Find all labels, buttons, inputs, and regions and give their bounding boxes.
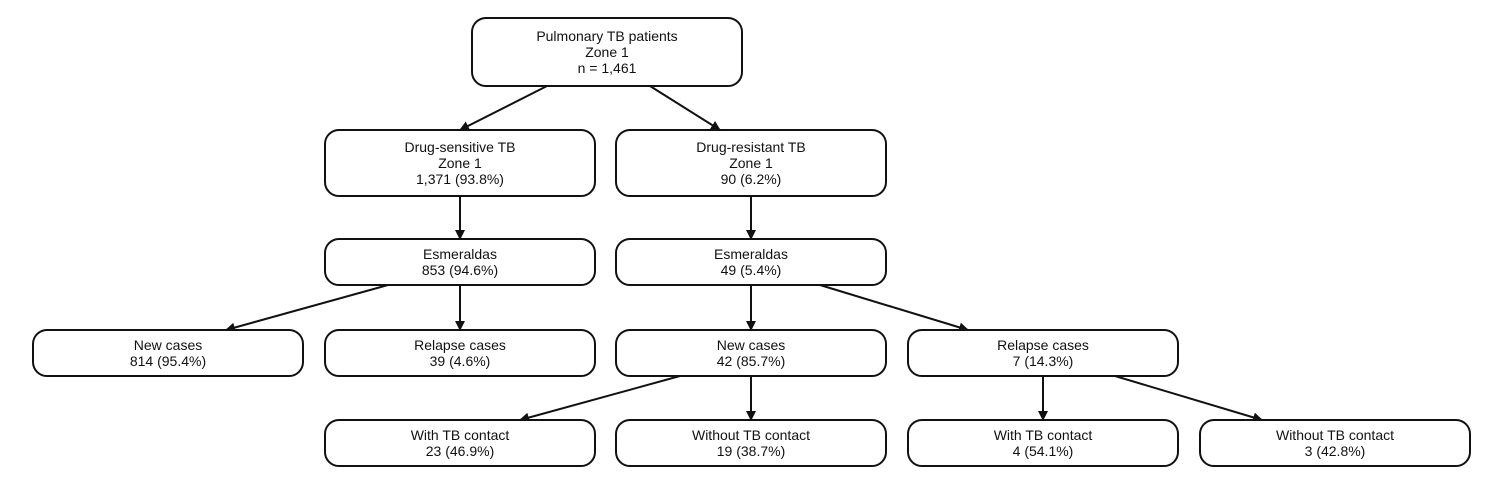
node-label-line: With TB contact [411,427,510,443]
node-label-line: 39 (4.6%) [430,353,491,369]
node-label-line: Drug-resistant TB [696,139,805,155]
node-label-line: 42 (85.7%) [717,353,785,369]
node-label-line: Pulmonary TB patients [536,28,677,44]
node-label-line: 4 (54.1%) [1013,443,1074,459]
node-box [615,419,887,467]
arrow-root-to-drug-sensitive [459,85,548,131]
node-label-line: 853 (94.6%) [422,262,498,278]
node-label-line: 3 (42.8%) [1305,443,1366,459]
node-label-line: Without TB contact [692,427,810,443]
node-box [615,129,887,197]
node-label-line: New cases [134,337,202,353]
node-box [324,129,596,197]
arrow-resistant-new-to-new-with-contact [519,375,681,423]
node-label-line: Drug-sensitive TB [404,139,515,155]
node-box [32,329,304,377]
node-box [1199,419,1471,467]
node-box [615,329,887,377]
node-label-line: Esmeraldas [423,246,497,262]
node-box [324,238,596,286]
node-label-line: 814 (95.4%) [130,353,206,369]
node-label-line: 1,371 (93.8%) [416,171,504,187]
node-label-line: 90 (6.2%) [721,171,782,187]
arrow-root-to-drug-resistant [649,85,721,131]
node-box [615,238,887,286]
node-label-line: 23 (46.9%) [426,443,494,459]
node-label-line: Relapse cases [414,337,506,353]
arrow-esmeraldas-resistant-to-resistant-relapse [819,284,969,333]
arrow-esmeraldas-sensitive-to-sensitive-new [225,284,389,333]
node-label-line: 19 (38.7%) [717,443,785,459]
edges-layer [225,85,1263,423]
arrow-resistant-relapse-to-relapse-without-contact [1114,375,1263,423]
node-box [324,419,596,467]
node-label-line: Esmeraldas [714,246,788,262]
node-label-line: Zone 1 [438,155,482,171]
node-label-line: n = 1,461 [578,60,637,76]
node-label-line: Zone 1 [585,44,629,60]
node-label-line: 49 (5.4%) [721,262,782,278]
node-label-line: Relapse cases [997,337,1089,353]
node-box [471,17,743,87]
node-label-line: Zone 1 [729,155,773,171]
node-box [324,329,596,377]
node-label-line: With TB contact [994,427,1093,443]
node-box [907,419,1179,467]
node-label-line: 7 (14.3%) [1013,353,1074,369]
node-label-line: Without TB contact [1276,427,1394,443]
node-box [907,329,1179,377]
node-label-line: New cases [717,337,785,353]
